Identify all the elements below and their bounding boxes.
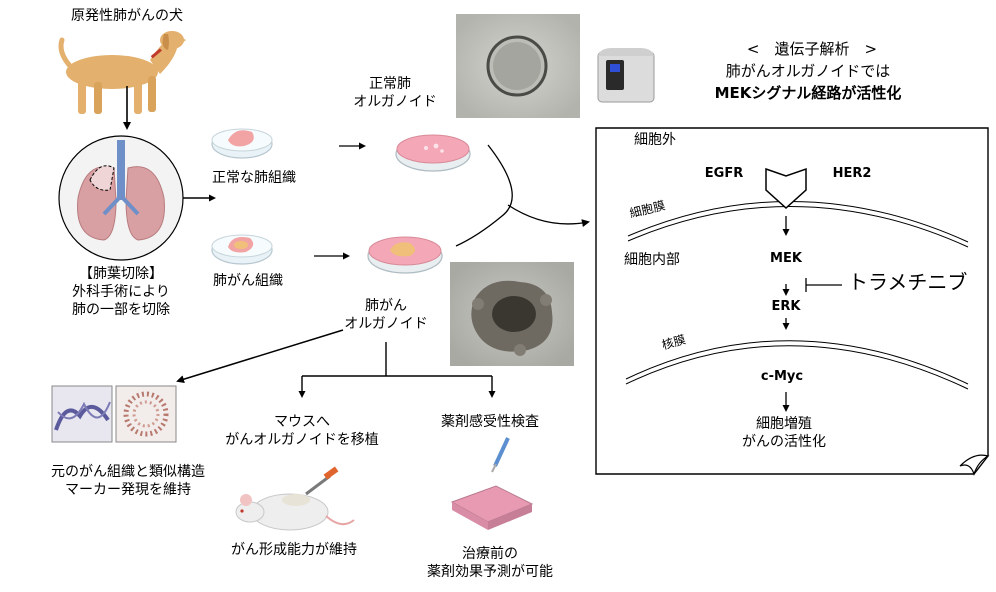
arrow-to-pathway: [507, 204, 590, 228]
surgery-label-3: 肺の一部を切除: [72, 302, 170, 318]
cancer-tissue-label: 肺がん組織: [213, 273, 283, 289]
normal-tissue-dish: [211, 128, 273, 159]
outcome-tree-lines: [298, 342, 496, 398]
cancer-organoid-label-1: 肺がん: [365, 298, 407, 314]
her2-label: HER2: [832, 166, 872, 181]
gene-title-1: < 遺伝子解析 >: [746, 40, 878, 58]
mouse-result: がん形成能力が維持: [231, 542, 357, 558]
cancer-tissue-dish: [211, 234, 273, 265]
trametinib-label: トラメチニブ: [848, 270, 968, 294]
drug-result-1: 治療前の: [462, 546, 518, 562]
normal-organoid-label-2: オルガノイド: [353, 94, 437, 110]
mouse-title-2: がんオルガノイドを移植: [225, 432, 379, 448]
histology-result-1: 元のがん組織と類似構造: [51, 464, 205, 480]
surgery-label-2: 外科手術により: [72, 284, 170, 300]
erk-label: ERK: [771, 299, 801, 314]
histology-result-2: マーカー発現を維持: [65, 482, 191, 498]
drug-test-plate: [450, 437, 534, 530]
inhibition-marker: [805, 278, 842, 292]
normal-organoid-dish: [395, 134, 471, 172]
pathway-result-1: 細胞増殖: [756, 416, 812, 432]
nuclear-membrane-line: [625, 340, 969, 390]
intracellular-label: 細胞内部: [624, 252, 680, 268]
mek-label: MEK: [770, 251, 802, 266]
normal-tissue-label: 正常な肺組織: [212, 170, 296, 186]
histology-image-cancer: [51, 385, 113, 443]
cancer-organoid-dish: [367, 236, 443, 274]
normal-organoid-label-1: 正常肺: [369, 76, 411, 92]
gene-title-2: 肺がんオルガノイドでは: [725, 62, 891, 80]
drug-result-2: 薬剤効果予測が可能: [427, 564, 553, 580]
receptor-icon: [765, 167, 807, 210]
histology-image-organoid: [115, 385, 177, 443]
normal-organoid-micrograph: [456, 14, 580, 118]
drug-test-title: 薬剤感受性検査: [441, 414, 539, 430]
myc-label: c-Myc: [760, 369, 804, 384]
extracellular-label: 細胞外: [634, 132, 676, 148]
mouse-title-1: マウスへ: [274, 414, 330, 430]
surgery-label-1: 【肺葉切除】: [79, 266, 163, 282]
gene-title-3: MEKシグナル経路が活性化: [714, 84, 902, 102]
mouse-illustration: [235, 466, 355, 531]
sequencer-device: [597, 48, 655, 103]
dog-illustration: [58, 31, 186, 114]
pathway-result-2: がんの活性化: [742, 434, 826, 450]
egfr-label: EGFR: [704, 166, 744, 181]
curve-merge-line: [455, 144, 513, 247]
cell-membrane-line: [627, 201, 969, 248]
cancer-organoid-micrograph: [450, 262, 574, 366]
lung-illustration: [58, 135, 184, 261]
cancer-organoid-label-2: オルガノイド: [344, 316, 428, 332]
arrow-to-histology: [176, 329, 344, 384]
dog-title: 原発性肺がんの犬: [71, 8, 183, 24]
